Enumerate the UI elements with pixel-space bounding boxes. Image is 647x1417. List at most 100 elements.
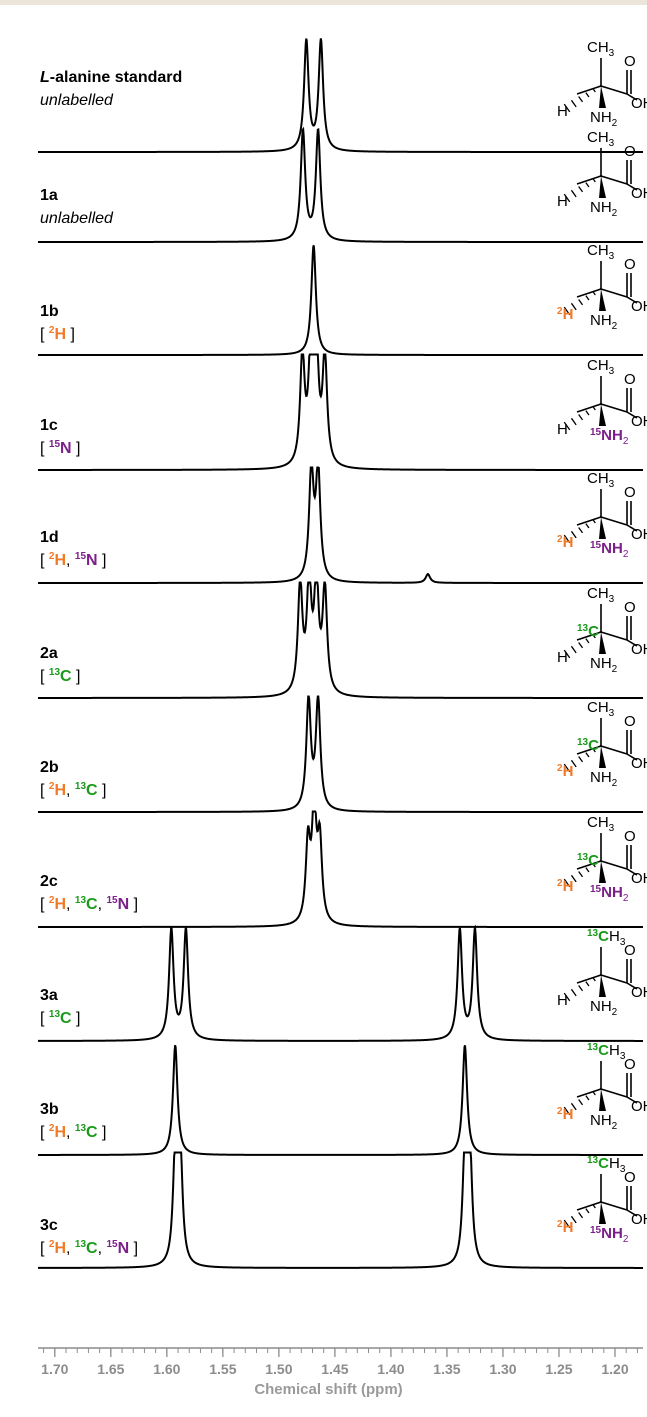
sample-name: L-alanine standard (40, 69, 182, 86)
amine-label: 15NH2 (590, 884, 629, 904)
amine-label: NH2 (590, 312, 618, 332)
amine-label: NH2 (590, 1112, 618, 1132)
top-rule (0, 0, 647, 5)
hydroxyl-label: OH (631, 413, 647, 430)
carbonyl-oxygen: O (624, 713, 636, 730)
hydroxyl-label: OH (631, 870, 647, 887)
carbonyl-oxygen: O (624, 53, 636, 70)
hydroxyl-label: OH (631, 1211, 647, 1228)
carbonyl-oxygen: O (624, 599, 636, 616)
x-tick-label: 1.30 (489, 1361, 516, 1377)
alpha-carbon-label: 13C (577, 623, 599, 640)
sample-labelling: [ 2H, 13C, 15N ] (40, 895, 138, 913)
methyl-label: 13CH3 (587, 928, 626, 948)
methyl-label: CH3 (587, 699, 615, 719)
spectrum-trace-3c (38, 1151, 643, 1269)
sample-labelling: unlabelled (40, 210, 114, 227)
alpha-hydrogen-label: H (557, 421, 568, 438)
alpha-hydrogen-label: H (557, 193, 568, 210)
carbonyl-oxygen: O (624, 143, 636, 160)
alanine-structure: CH3OOH2HNH2 (557, 242, 647, 332)
methyl-label: 13CH3 (587, 1042, 626, 1062)
x-tick-label: 1.55 (209, 1361, 236, 1377)
hydroxyl-label: OH (631, 984, 647, 1001)
alpha-carbon-label: 13C (577, 737, 599, 754)
hydroxyl-label: OH (631, 526, 647, 543)
hydroxyl-label: OH (631, 641, 647, 658)
spectrum-trace-3a (38, 924, 643, 1042)
spectrum-traces (38, 38, 643, 1269)
alpha-hydrogen-label: 2H (557, 763, 573, 780)
methyl-label: CH3 (587, 585, 615, 605)
sample-labelling: [ 2H, 13C ] (40, 781, 106, 799)
spectrum-trace-l-alanine-standard (38, 38, 643, 153)
sample-name: 1c (40, 417, 58, 434)
amine-label: NH2 (590, 998, 618, 1018)
amine-label: NH2 (590, 655, 618, 675)
sample-labelling: [ 2H, 13C, 15N ] (40, 1239, 138, 1257)
sample-labelling: [ 2H, 15N ] (40, 551, 106, 569)
hydroxyl-label: OH (631, 755, 647, 772)
x-tick-label: 1.20 (601, 1361, 628, 1377)
spectrum-trace-2a (38, 581, 643, 699)
alpha-hydrogen-label: 2H (557, 1106, 573, 1123)
alpha-hydrogen-label: 2H (557, 534, 573, 551)
amine-label: NH2 (590, 769, 618, 789)
carbonyl-oxygen: O (624, 1056, 636, 1073)
sample-labelling: [ 13C ] (40, 1009, 80, 1027)
spectrum-trace-2b (38, 695, 643, 813)
sample-name: 1a (40, 187, 58, 204)
hydroxyl-label: OH (631, 95, 647, 112)
sample-name: 2b (40, 759, 59, 776)
methyl-label: 13CH3 (587, 1155, 626, 1175)
carbonyl-oxygen: O (624, 484, 636, 501)
alanine-structure: CH313COOH2H15NH2 (557, 814, 647, 904)
spectrum-trace-3b (38, 1044, 643, 1156)
sample-name: 3b (40, 1101, 59, 1118)
x-tick-label: 1.45 (321, 1361, 348, 1377)
carbonyl-oxygen: O (624, 371, 636, 388)
methyl-label: CH3 (587, 470, 615, 490)
alanine-structure: 13CH3OOH2H15NH2 (557, 1155, 647, 1245)
alpha-hydrogen-label: 2H (557, 306, 573, 323)
hydroxyl-label: OH (631, 1098, 647, 1115)
sample-name: 1b (40, 303, 59, 320)
alanine-structure: CH313COOHHNH2 (557, 585, 647, 675)
spectrum-trace-1c (38, 353, 643, 471)
spectrum-trace-2c (38, 810, 643, 928)
sample-name: 1d (40, 529, 59, 546)
x-tick-label: 1.70 (41, 1361, 68, 1377)
methyl-label: CH3 (587, 242, 615, 262)
sample-labelling: [ 2H ] (40, 325, 75, 343)
methyl-label: CH3 (587, 39, 615, 59)
amine-label: NH2 (590, 109, 618, 129)
x-tick-label: 1.60 (153, 1361, 180, 1377)
spectrum-trace-1b (38, 245, 643, 356)
alpha-carbon-label: 13C (577, 852, 599, 869)
amine-label: 15NH2 (590, 540, 629, 560)
sample-labelling: [ 13C ] (40, 667, 80, 685)
hydroxyl-label: OH (631, 185, 647, 202)
hydroxyl-label: OH (631, 298, 647, 315)
methyl-label: CH3 (587, 357, 615, 377)
spectrum-trace-1d (38, 466, 643, 584)
x-tick-label: 1.35 (433, 1361, 460, 1377)
amine-label: 15NH2 (590, 427, 629, 447)
alpha-hydrogen-label: H (557, 992, 568, 1009)
x-tick-label: 1.65 (97, 1361, 124, 1377)
alpha-hydrogen-label: H (557, 103, 568, 120)
sample-labelling: unlabelled (40, 92, 114, 109)
x-axis-title: Chemical shift (ppm) (254, 1381, 402, 1398)
methyl-label: CH3 (587, 129, 615, 149)
alanine-structure: CH3OOHHNH2 (557, 129, 647, 219)
x-tick-label: 1.25 (545, 1361, 572, 1377)
sample-labels: L-alanine standard unlabelled 1a unlabelled… (40, 69, 182, 1257)
sample-name: 3a (40, 987, 58, 1004)
sample-name: 2a (40, 645, 58, 662)
molecule-structures: CH3OOHHNH2CH3OOHHNH2CH3OOH2HNH2CH3OOHH15… (557, 39, 647, 1245)
carbonyl-oxygen: O (624, 942, 636, 959)
